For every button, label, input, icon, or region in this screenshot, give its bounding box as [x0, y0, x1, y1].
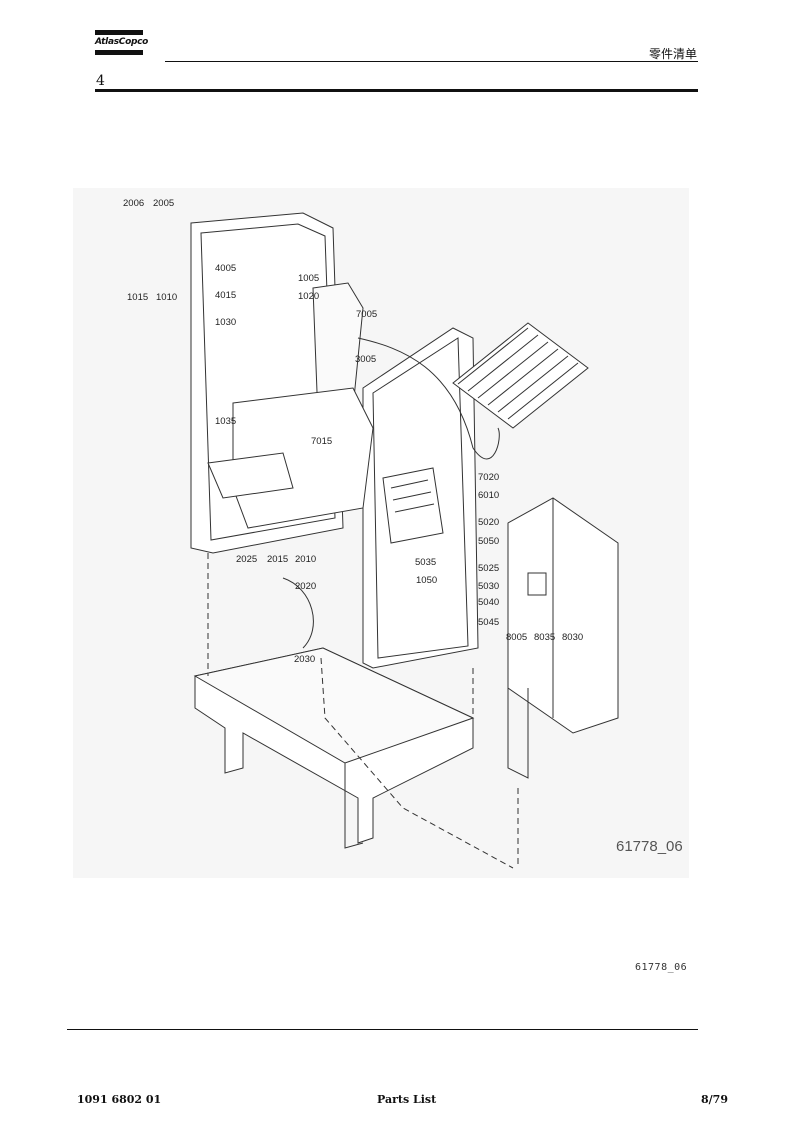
svg-text:5025: 5025 [478, 563, 499, 574]
svg-text:8005: 8005 [506, 632, 527, 643]
svg-text:5030: 5030 [478, 581, 499, 592]
exploded-parts-drawing: 2006 2005 1015 1010 4005 4015 1005 1020 … [73, 188, 689, 878]
figure-reference: 61778_06 [635, 962, 688, 973]
footer-rule [67, 1029, 698, 1030]
svg-text:5040: 5040 [478, 597, 499, 608]
svg-text:2030: 2030 [294, 654, 315, 665]
atlas-copco-logo: AtlasCopco [95, 30, 149, 55]
logo-bar-bottom [95, 50, 143, 55]
svg-text:4015: 4015 [215, 290, 236, 301]
svg-text:5035: 5035 [415, 557, 436, 568]
svg-text:1010: 1010 [156, 292, 177, 303]
svg-text:7020: 7020 [478, 472, 499, 483]
document-number: 1091 6802 01 [77, 1093, 162, 1106]
svg-text:2015: 2015 [267, 554, 288, 565]
svg-text:1005: 1005 [298, 273, 319, 284]
svg-text:5020: 5020 [478, 517, 499, 528]
svg-text:2010: 2010 [295, 554, 316, 565]
svg-text:1050: 1050 [416, 575, 437, 586]
svg-text:2006: 2006 [123, 198, 144, 209]
svg-text:1035: 1035 [215, 416, 236, 427]
svg-text:2025: 2025 [236, 554, 257, 565]
logo-bar-top [95, 30, 143, 35]
drawing-svg: 2006 2005 1015 1010 4005 4015 1005 1020 … [123, 198, 619, 869]
svg-text:4005: 4005 [215, 263, 236, 274]
page-number: 8/79 [701, 1093, 728, 1106]
svg-text:2005: 2005 [153, 198, 174, 209]
svg-text:7005: 7005 [356, 309, 377, 320]
svg-text:3005: 3005 [355, 354, 376, 365]
logo-text: AtlasCopco [95, 37, 149, 47]
svg-text:1030: 1030 [215, 317, 236, 328]
svg-text:5050: 5050 [478, 536, 499, 547]
svg-text:6010: 6010 [478, 490, 499, 501]
svg-text:1020: 1020 [298, 291, 319, 302]
svg-text:2020: 2020 [295, 581, 316, 592]
header-thick-rule [95, 89, 698, 92]
header-rule [165, 61, 698, 62]
svg-text:7015: 7015 [311, 436, 332, 447]
document-title: Parts List [377, 1093, 437, 1106]
svg-text:1015: 1015 [127, 292, 148, 303]
drawing-id-label: 61778_06 [616, 838, 683, 855]
section-number: 4 [96, 73, 105, 89]
svg-text:8030: 8030 [562, 632, 583, 643]
svg-text:5045: 5045 [478, 617, 499, 628]
svg-text:8035: 8035 [534, 632, 555, 643]
document-type-label: 零件清单 [648, 47, 697, 61]
